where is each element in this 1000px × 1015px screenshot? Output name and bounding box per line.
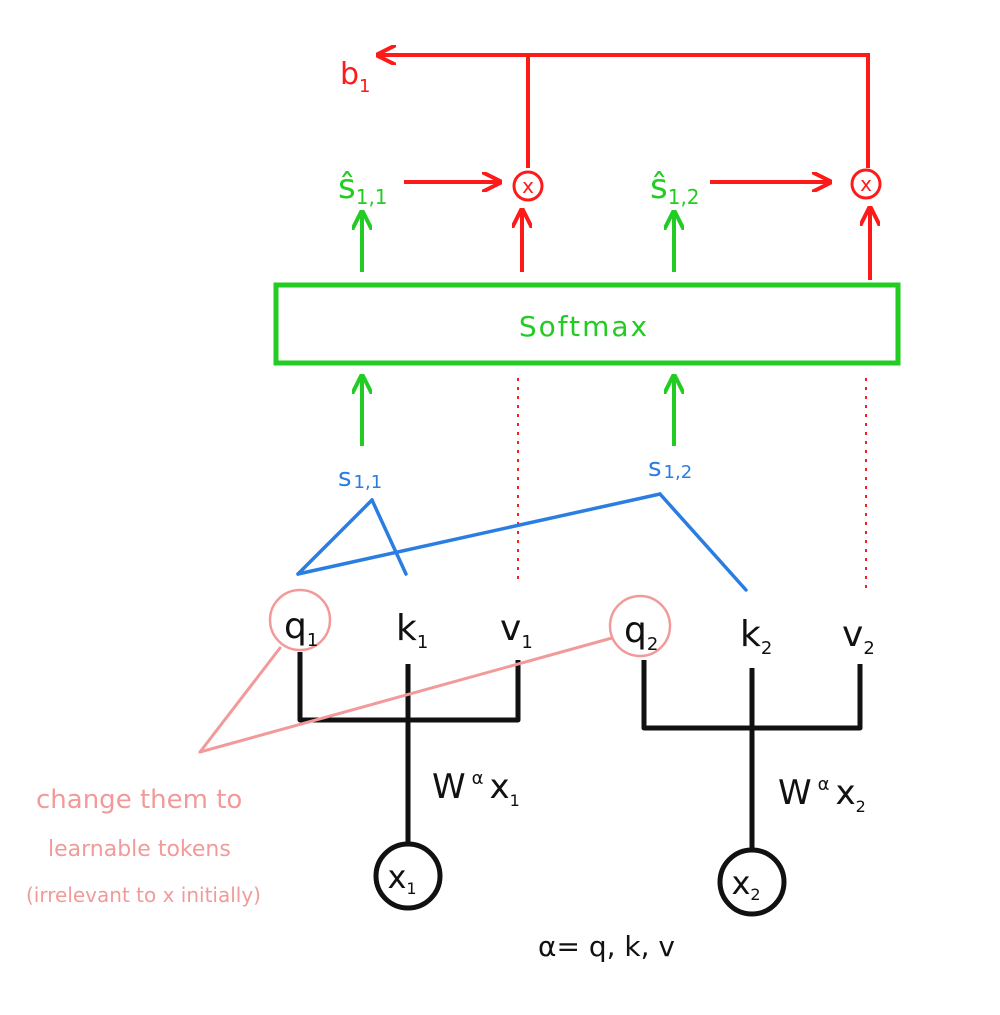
score-lines xyxy=(296,492,748,592)
svg-text:x1: x1 xyxy=(387,858,416,898)
score-line-s11-k1 xyxy=(370,498,408,576)
annotation-line-3: (irrelevant to x initially) xyxy=(26,883,261,907)
score-line-q1-s11 xyxy=(296,498,374,576)
q1-highlight-circle xyxy=(268,588,332,652)
projection-tree-1 xyxy=(297,652,521,842)
svg-text:x: x xyxy=(522,174,534,198)
q2-highlight-circle xyxy=(608,594,672,658)
softmax-label: Softmax xyxy=(519,310,649,343)
s-hat-1-1-label: ŝ1,1 xyxy=(338,167,388,209)
softmax-box xyxy=(273,282,901,366)
pointer-to-q2 xyxy=(198,636,614,754)
pointer-to-q1 xyxy=(198,646,282,754)
input-node-x2: x2 xyxy=(717,847,787,917)
score-line-s12-k2 xyxy=(658,492,748,592)
annotation-pointers xyxy=(198,636,614,754)
s-hat-1-2-label: ŝ1,2 xyxy=(650,167,700,209)
svg-text:x2: x2 xyxy=(731,864,760,904)
k1-label: k1 xyxy=(396,608,428,653)
annotation-line-1: change them to xyxy=(36,785,242,815)
projection-tree-2 xyxy=(641,660,863,850)
alpha-definition: α= q, k, v xyxy=(538,930,675,963)
v2-label: v2 xyxy=(842,614,875,659)
k2-label: k2 xyxy=(740,614,772,659)
output-b1-flow xyxy=(380,55,870,168)
multiply-node-2: x xyxy=(850,168,882,200)
output-top-bus xyxy=(380,55,870,168)
v1-label: v1 xyxy=(500,608,533,653)
q1-label: q1 xyxy=(284,606,318,651)
annotation-line-2: learnable tokens xyxy=(48,837,231,862)
svg-text:x: x xyxy=(860,172,872,196)
score-line-q1-s12 xyxy=(296,492,662,576)
multiply-node-1: x xyxy=(512,170,544,202)
input-node-x1: x1 xyxy=(373,841,443,911)
b1-label: b1 xyxy=(340,57,371,97)
q2-label: q2 xyxy=(624,610,658,655)
